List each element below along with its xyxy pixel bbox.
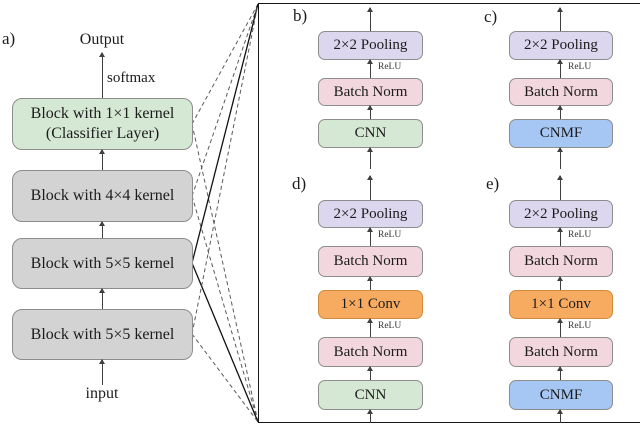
panel-label-e: e) — [486, 174, 500, 193]
input-arrow — [367, 147, 373, 169]
dashed-connector — [191, 195, 259, 423]
flow-arrow — [99, 149, 105, 170]
output-arrow — [557, 175, 563, 200]
panel-e-pooling-block: 2×2 Pooling — [509, 200, 613, 228]
panel-label-d: d) — [292, 174, 307, 193]
panel-e-batchnorm-block-2: Batch Norm — [509, 337, 613, 367]
output-arrow — [557, 7, 563, 31]
input-arrow — [367, 409, 373, 423]
panel-c-pooling-block: 2×2 Pooling — [509, 31, 613, 60]
input-arrow — [557, 409, 563, 423]
flow-arrow — [557, 227, 563, 246]
panel-b-cnn-block: CNN — [318, 119, 423, 148]
softmax-arrow — [99, 52, 105, 99]
output-arrow — [367, 7, 373, 31]
input-label: input — [85, 385, 119, 402]
flow-arrow — [367, 59, 373, 78]
panel-label-b: b) — [293, 6, 308, 25]
solid-connector — [191, 262, 259, 423]
flow-arrow — [557, 318, 563, 337]
panel-c-batchnorm-block: Batch Norm — [509, 78, 613, 106]
relu-label: ReLU — [378, 321, 402, 331]
panel-e-cnmf-block: CNMF — [509, 380, 613, 410]
relu-label: ReLU — [378, 62, 402, 72]
flow-arrow — [367, 227, 373, 246]
panel-b-pooling-block: 2×2 Pooling — [318, 31, 423, 60]
dashed-connector — [191, 333, 259, 423]
panel-b-batchnorm-block: Batch Norm — [318, 78, 423, 106]
block-4x4-kernel: Block with 4×4 kernel — [12, 170, 193, 222]
flow-arrow — [557, 366, 563, 380]
relu-label: ReLU — [568, 62, 592, 72]
block-classifier: Block with 1×1 kernel (Classifier Layer) — [12, 98, 193, 150]
flow-arrow — [99, 221, 105, 238]
relu-label: ReLU — [378, 230, 402, 240]
panel-c-cnmf-block: CNMF — [509, 119, 613, 148]
output-arrow — [367, 175, 373, 200]
flow-arrow — [367, 366, 373, 380]
panel-d-batchnorm-block-2: Batch Norm — [318, 337, 423, 367]
input-arrow — [557, 147, 563, 169]
dashed-connector — [191, 123, 259, 423]
flow-arrow — [99, 288, 105, 309]
dashed-connector — [191, 3, 259, 335]
relu-label: ReLU — [568, 321, 592, 331]
block-5x5-kernel-2: Block with 5×5 kernel — [12, 309, 193, 360]
flow-arrow — [557, 105, 563, 119]
panel-label-a: a) — [2, 29, 16, 48]
panel-d-conv-block: 1×1 Conv — [318, 290, 423, 319]
flow-arrow — [367, 105, 373, 119]
output-label: Output — [79, 31, 125, 48]
flow-arrow — [557, 59, 563, 78]
relu-label: ReLU — [568, 230, 592, 240]
softmax-label: softmax — [107, 70, 156, 86]
dashed-connector — [191, 3, 259, 197]
block-classifier-sublabel: (Classifier Layer) — [45, 125, 160, 142]
flow-arrow — [557, 276, 563, 290]
panel-d-batchnorm-block-1: Batch Norm — [318, 246, 423, 277]
input-arrow — [99, 359, 105, 385]
flow-arrow — [367, 318, 373, 337]
block-5x5-kernel-1: Block with 5×5 kernel — [12, 238, 193, 289]
dashed-connector — [191, 3, 259, 125]
solid-connector — [191, 3, 259, 264]
block-classifier-label: Block with 1×1 kernel — [30, 105, 175, 122]
panel-d-cnn-block: CNN — [318, 380, 423, 410]
flow-arrow — [367, 276, 373, 290]
panel-d-pooling-block: 2×2 Pooling — [318, 200, 423, 228]
detail-box — [258, 3, 640, 423]
panel-e-batchnorm-block-1: Batch Norm — [509, 246, 613, 277]
panel-label-c: c) — [484, 7, 498, 26]
panel-e-conv-block: 1×1 Conv — [509, 290, 613, 319]
